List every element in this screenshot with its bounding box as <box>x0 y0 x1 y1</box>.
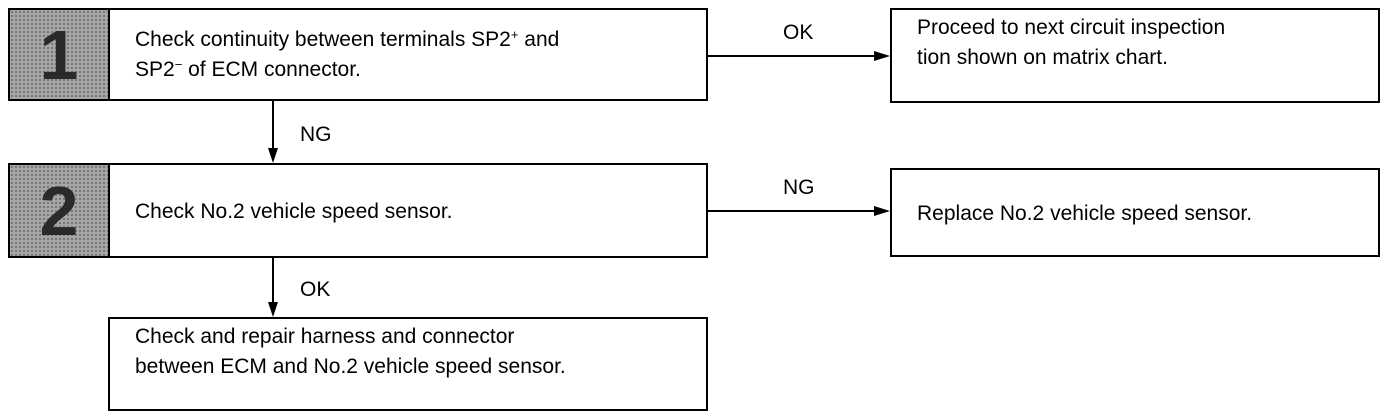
step-2-ok-result-line-1: Check and repair harness and connector <box>135 325 515 348</box>
step-2-ng-arrowhead <box>874 206 890 216</box>
step-2-ok-result-text: Check and repair harness and connector b… <box>135 322 566 382</box>
step-2-ng-result-line: Replace No.2 vehicle speed sensor. <box>917 202 1253 225</box>
step-1-text: Check continuity between terminals SP2+ … <box>135 25 559 85</box>
step-2-ok-arrowhead <box>268 302 278 317</box>
step-2-line: Check No.2 vehicle speed sensor. <box>135 200 453 223</box>
step-2-ok-result-line-2: between ECM and No.2 vehicle speed senso… <box>135 355 566 378</box>
step-2-ng-result-box <box>890 168 1380 257</box>
step-2-text: Check No.2 vehicle speed sensor. <box>135 197 453 227</box>
step-1-ok-result-box <box>890 8 1380 103</box>
step-1-ng-branch-label: NG <box>300 123 332 146</box>
step-2-ok-branch-label: OK <box>300 278 331 301</box>
step-1-line-2: SP2− of ECM connector. <box>135 57 361 81</box>
step-2-number: 2 <box>39 171 79 250</box>
step-2-ok-result-box <box>108 317 708 411</box>
step-1-box <box>108 8 708 101</box>
step-2-ng-branch-label: NG <box>783 176 815 199</box>
step-2-number-badge: 2 <box>8 163 110 258</box>
step-1-line-1: Check continuity between terminals SP2+ … <box>135 27 560 51</box>
step-2-ng-result-text: Replace No.2 vehicle speed sensor. <box>917 199 1252 229</box>
step-1-ok-arrowhead <box>874 51 890 61</box>
step-1-ng-arrowhead <box>268 148 278 163</box>
step-1-ok-result-line-2: tion shown on matrix chart. <box>917 46 1168 69</box>
step-1-ok-result-text: Proceed to next circuit inspection tion … <box>917 13 1225 73</box>
step-1-ok-result-line-1: Proceed to next circuit inspection <box>917 16 1226 39</box>
step-1-ok-branch-label: OK <box>783 21 814 44</box>
step-2-box <box>108 163 708 258</box>
step-1-number: 1 <box>39 15 79 94</box>
step-1-number-badge: 1 <box>8 8 110 101</box>
